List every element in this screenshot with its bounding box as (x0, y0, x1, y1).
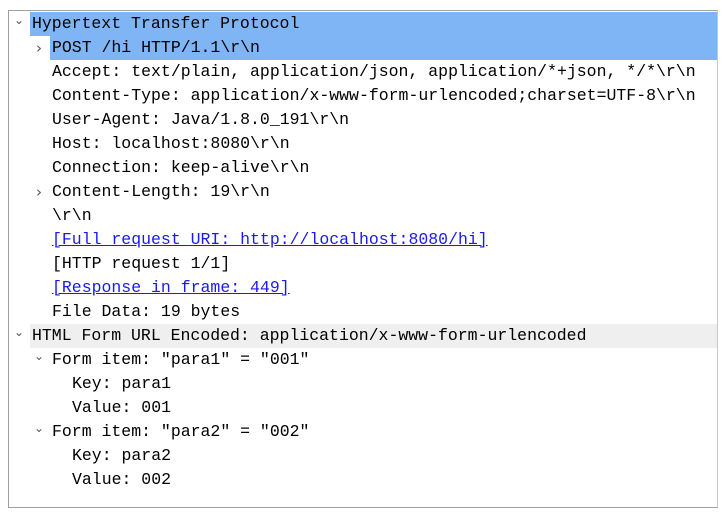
tree-row-key2[interactable]: Key: para2 (9, 444, 717, 468)
tree-row-link[interactable]: [Full request URI: http://localhost:8080… (52, 230, 488, 249)
chevron-down-icon[interactable]: ⌄ (33, 349, 45, 363)
tree-row-full-uri[interactable]: [Full request URI: http://localhost:8080… (9, 228, 717, 252)
tree-row-request-count[interactable]: [HTTP request 1/1] (9, 252, 717, 276)
tree-row-label: Accept: text/plain, application/json, ap… (52, 62, 696, 81)
tree-row-value2[interactable]: Value: 002 (9, 468, 717, 492)
chevron-down-icon[interactable]: ⌄ (33, 421, 45, 435)
tree-row-label: POST /hi HTTP/1.1\r\n (50, 36, 717, 60)
tree-row-http[interactable]: ⌄ Hypertext Transfer Protocol (9, 12, 717, 36)
tree-row-label: Content-Type: application/x-www-form-url… (52, 86, 696, 105)
tree-row-item2[interactable]: ⌄ Form item: "para2" = "002" (9, 420, 717, 444)
tree-row-label: User-Agent: Java/1.8.0_191\r\n (52, 110, 350, 129)
tree-row-label: Content-Length: 19\r\n (52, 182, 270, 201)
tree-row-label: HTML Form URL Encoded: application/x-www… (30, 324, 717, 348)
tree-row-label: [HTTP request 1/1] (52, 254, 231, 273)
tree-row-label: Key: para1 (72, 374, 172, 393)
chevron-down-icon[interactable]: ⌄ (13, 325, 25, 339)
tree-row-request-line[interactable]: › POST /hi HTTP/1.1\r\n (9, 36, 717, 60)
tree-row-key1[interactable]: Key: para1 (9, 372, 717, 396)
tree-row-label: Key: para2 (72, 446, 172, 465)
chevron-right-icon[interactable]: › (36, 39, 42, 57)
tree-row-label: Host: localhost:8080\r\n (52, 134, 290, 153)
tree-row-user-agent[interactable]: User-Agent: Java/1.8.0_191\r\n (9, 108, 717, 132)
tree-row-value1[interactable]: Value: 001 (9, 396, 717, 420)
tree-row-label: Form item: "para2" = "002" (52, 422, 310, 441)
tree-row-host[interactable]: Host: localhost:8080\r\n (9, 132, 717, 156)
tree-row-crlf[interactable]: \r\n (9, 204, 717, 228)
tree-row-label: Form item: "para1" = "001" (52, 350, 310, 369)
tree-row-content-length[interactable]: › Content-Length: 19\r\n (9, 180, 717, 204)
chevron-right-icon[interactable]: › (36, 183, 42, 201)
tree-row-form[interactable]: ⌄ HTML Form URL Encoded: application/x-ww… (9, 324, 717, 348)
tree-row-label: Value: 002 (72, 470, 172, 489)
tree-row-content-type[interactable]: Content-Type: application/x-www-form-url… (9, 84, 717, 108)
tree-row-accept[interactable]: Accept: text/plain, application/json, ap… (9, 60, 717, 84)
tree-row-label: Hypertext Transfer Protocol (30, 12, 717, 36)
tree-row-response-frame[interactable]: [Response in frame: 449] (9, 276, 717, 300)
packet-details-tree[interactable]: ⌄ Hypertext Transfer Protocol › POST /hi HT… (8, 10, 718, 508)
tree-row-file-data[interactable]: File Data: 19 bytes (9, 300, 717, 324)
tree-row-label: File Data: 19 bytes (52, 302, 241, 321)
tree-row-label: \r\n (52, 206, 92, 225)
tree-row-label: Connection: keep-alive\r\n (52, 158, 310, 177)
tree-row-label: Value: 001 (72, 398, 172, 417)
tree-row-link[interactable]: [Response in frame: 449] (52, 278, 290, 297)
tree-row-item1[interactable]: ⌄ Form item: "para1" = "001" (9, 348, 717, 372)
chevron-down-icon[interactable]: ⌄ (13, 13, 25, 27)
tree-row-connection[interactable]: Connection: keep-alive\r\n (9, 156, 717, 180)
